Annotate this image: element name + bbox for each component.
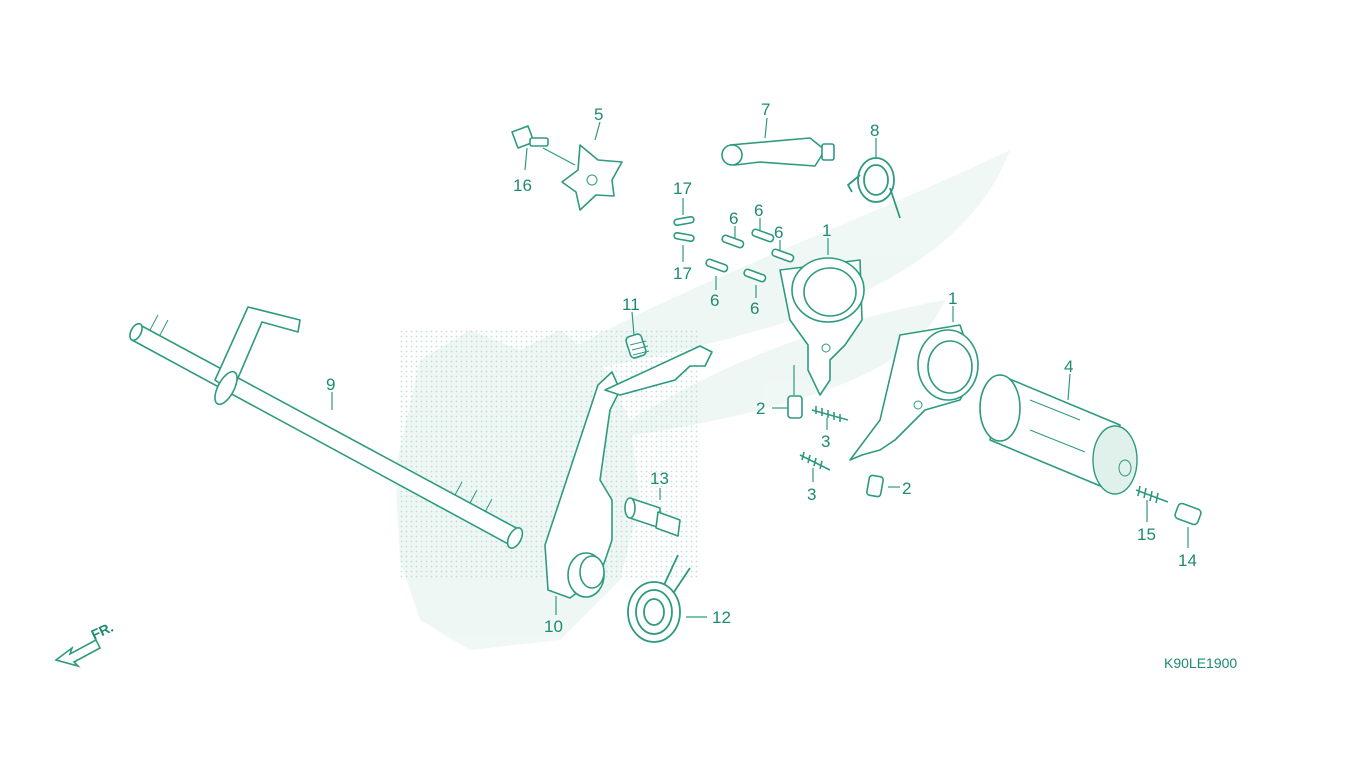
callout-17-lower[interactable]: 17 <box>673 264 692 283</box>
callout-4[interactable]: 4 <box>1064 357 1073 376</box>
callout-1-lower[interactable]: 1 <box>948 289 957 308</box>
part-7-stopper-arm[interactable] <box>721 137 835 167</box>
callout-6-a[interactable]: 6 <box>729 209 738 228</box>
part-8-stopper-spring[interactable] <box>846 157 901 219</box>
callout-13[interactable]: 13 <box>650 469 669 488</box>
part-4-shift-drum[interactable] <box>979 374 1138 495</box>
part-14-pin[interactable] <box>1174 502 1202 526</box>
callout-3-lower[interactable]: 3 <box>807 485 816 504</box>
callout-2-lower[interactable]: 2 <box>902 479 911 498</box>
part-1-shift-fork-lower[interactable] <box>849 324 979 461</box>
callout-6-b[interactable]: 6 <box>754 201 763 220</box>
part-3-springs[interactable] <box>799 406 849 471</box>
part-15-spring[interactable] <box>1135 485 1169 504</box>
callout-2-upper[interactable]: 2 <box>756 399 765 418</box>
leader-lines <box>331 117 1189 618</box>
callout-1-upper[interactable]: 1 <box>822 221 831 240</box>
part-10-shift-arm[interactable] <box>544 345 713 599</box>
part-1-shift-fork-upper[interactable] <box>779 257 865 396</box>
callout-12[interactable]: 12 <box>712 608 731 627</box>
front-direction-arrow: FR. <box>54 619 116 668</box>
part-5-star-plate[interactable] <box>561 144 623 211</box>
part-11-pin[interactable] <box>625 333 650 359</box>
diagram-code: K90LE1900 <box>1164 655 1237 671</box>
callout-3-upper[interactable]: 3 <box>821 432 830 451</box>
callout-17-upper[interactable]: 17 <box>673 179 692 198</box>
callout-10[interactable]: 10 <box>544 617 563 636</box>
part-16-bolt[interactable] <box>511 125 549 149</box>
callout-labels: 1 1 2 2 3 3 4 5 6 6 6 6 6 7 8 9 10 11 12… <box>326 100 1197 636</box>
callout-6-d[interactable]: 6 <box>710 291 719 310</box>
callout-9[interactable]: 9 <box>326 375 335 394</box>
callout-5[interactable]: 5 <box>594 105 603 124</box>
callout-15[interactable]: 15 <box>1137 525 1156 544</box>
callout-6-c[interactable]: 6 <box>774 223 783 242</box>
callout-16[interactable]: 16 <box>513 176 532 195</box>
callout-7[interactable]: 7 <box>761 100 770 119</box>
callout-6-e[interactable]: 6 <box>750 299 759 318</box>
part-12-return-spring[interactable] <box>627 554 691 643</box>
front-direction-label: FR. <box>89 619 116 643</box>
callout-14[interactable]: 14 <box>1178 551 1197 570</box>
callout-8[interactable]: 8 <box>870 121 879 140</box>
callout-11[interactable]: 11 <box>622 295 640 314</box>
part-2-pins[interactable] <box>787 395 884 498</box>
pins-6-17[interactable] <box>673 215 795 283</box>
part-9-shift-shaft[interactable] <box>127 306 525 551</box>
part-13-bolt[interactable] <box>624 497 681 537</box>
